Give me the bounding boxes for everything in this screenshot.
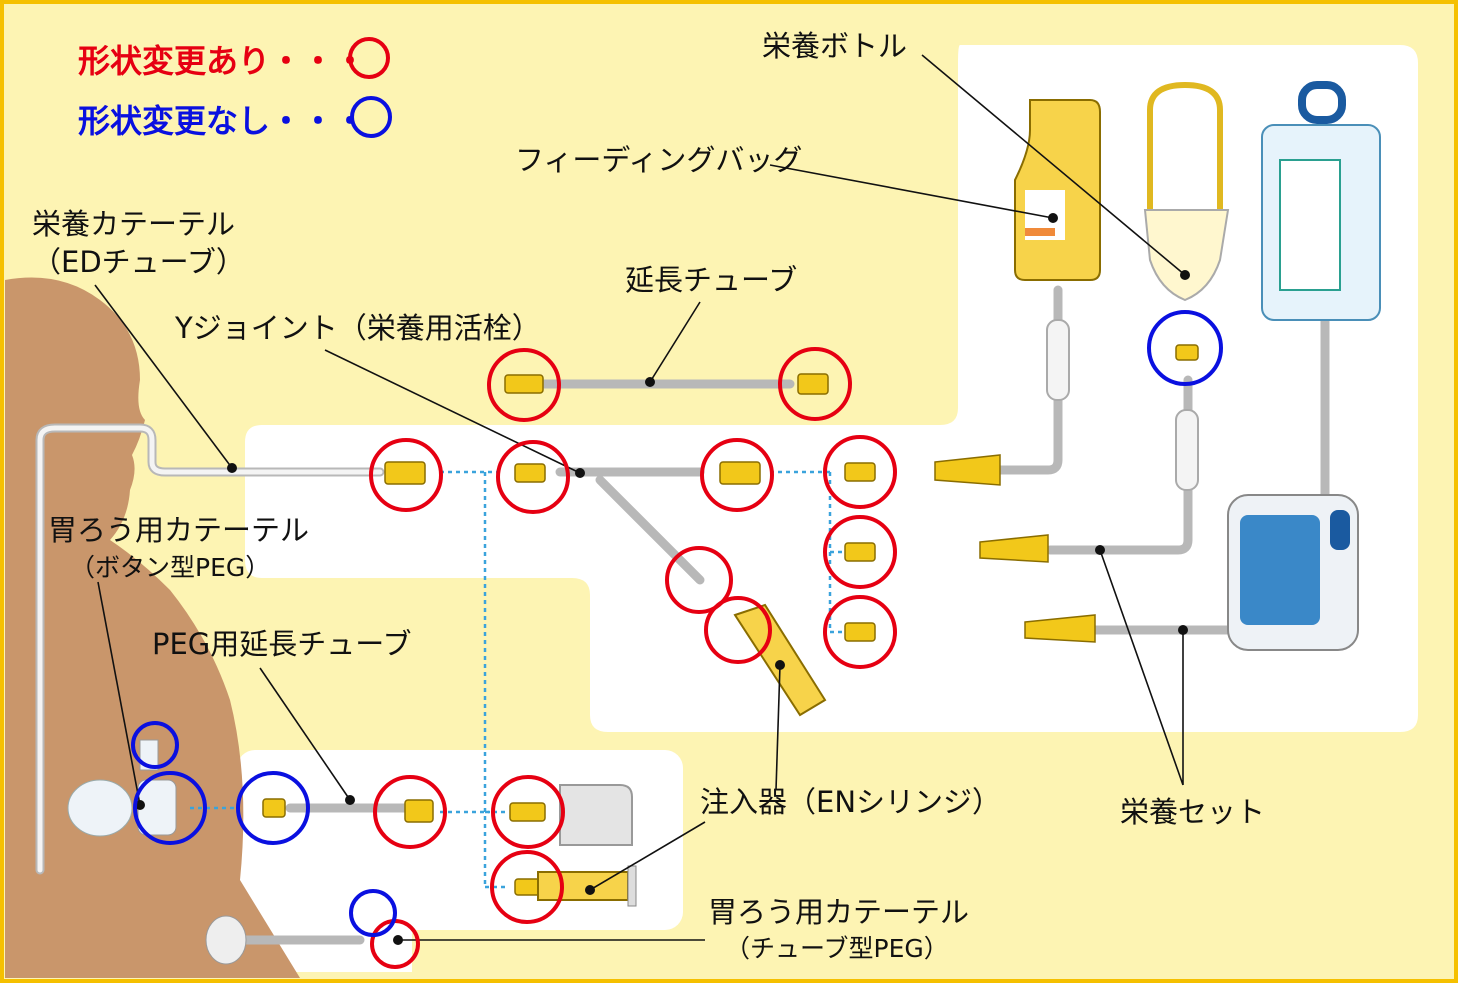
legend-red-circle-icon [348,37,390,79]
red-circle-icon [823,515,897,589]
infusion-bag-image [1261,81,1381,321]
blue-circle-icon [236,771,310,845]
label-ed-tube-1: 栄養カテーテル [32,207,235,241]
leader-lines [94,54,1190,945]
label-feeding-bag: フィーディングバッグ [515,143,802,177]
tubes [240,285,1330,945]
label-button-peg-2: （ボタン型PEG） [70,553,270,582]
red-circle-icon [373,775,447,849]
label-tube-peg-2: （チューブ型PEG） [725,934,949,963]
red-circle-icon [665,546,733,614]
connectors [262,344,1199,896]
label-peg-extension-tube: PEG用延長チューブ [152,627,412,661]
label-button-peg-1: 胃ろう用カテーテル [48,513,309,547]
flow-dashed-lines [190,470,845,889]
red-circle-icon [704,596,772,664]
label-ed-tube-2: （EDチューブ） [32,245,245,279]
label-tube-peg-1: 胃ろう用カテーテル [708,895,969,929]
red-circle-icon [823,595,897,669]
blue-circle-icon [349,889,397,937]
legend: 形状変更あり・・・ 形状変更なし・・・ [78,37,392,140]
stomach-balloon [67,779,133,837]
label-y-joint: Yジョイント（栄養用活栓） [174,311,541,345]
red-circle-icon [369,438,443,512]
nutrition-bottle-image [1143,81,1230,302]
changed-markers [369,347,897,969]
red-circle-icon [491,775,565,849]
legend-blue-circle-icon [350,96,392,138]
red-circle-icon [823,435,897,509]
connector-pack-image [559,784,633,846]
feeding-pump-image [1227,494,1359,651]
blue-circle-icon [1147,310,1223,386]
blue-circle-icon [131,721,179,769]
red-circle-icon [496,440,570,514]
legend-changed-label: 形状変更あり・・・ [78,42,366,80]
unchanged-markers [131,310,1223,937]
red-circle-icon [487,348,561,422]
red-circle-icon [778,347,852,421]
label-nutrition-bottle: 栄養ボトル [762,29,907,63]
tube-peg-image [137,739,247,965]
feeding-bag-image [1014,99,1101,281]
red-circle-icon [490,850,564,924]
label-nutrition-set: 栄養セット [1120,795,1265,829]
red-circle-icon [700,438,774,512]
label-en-syringe: 注入器（ENシリンジ） [700,785,1001,819]
blue-circle-icon [133,771,207,845]
legend-unchanged-label: 形状変更なし・・・ [78,102,366,140]
label-extension-tube: 延長チューブ [625,263,797,297]
